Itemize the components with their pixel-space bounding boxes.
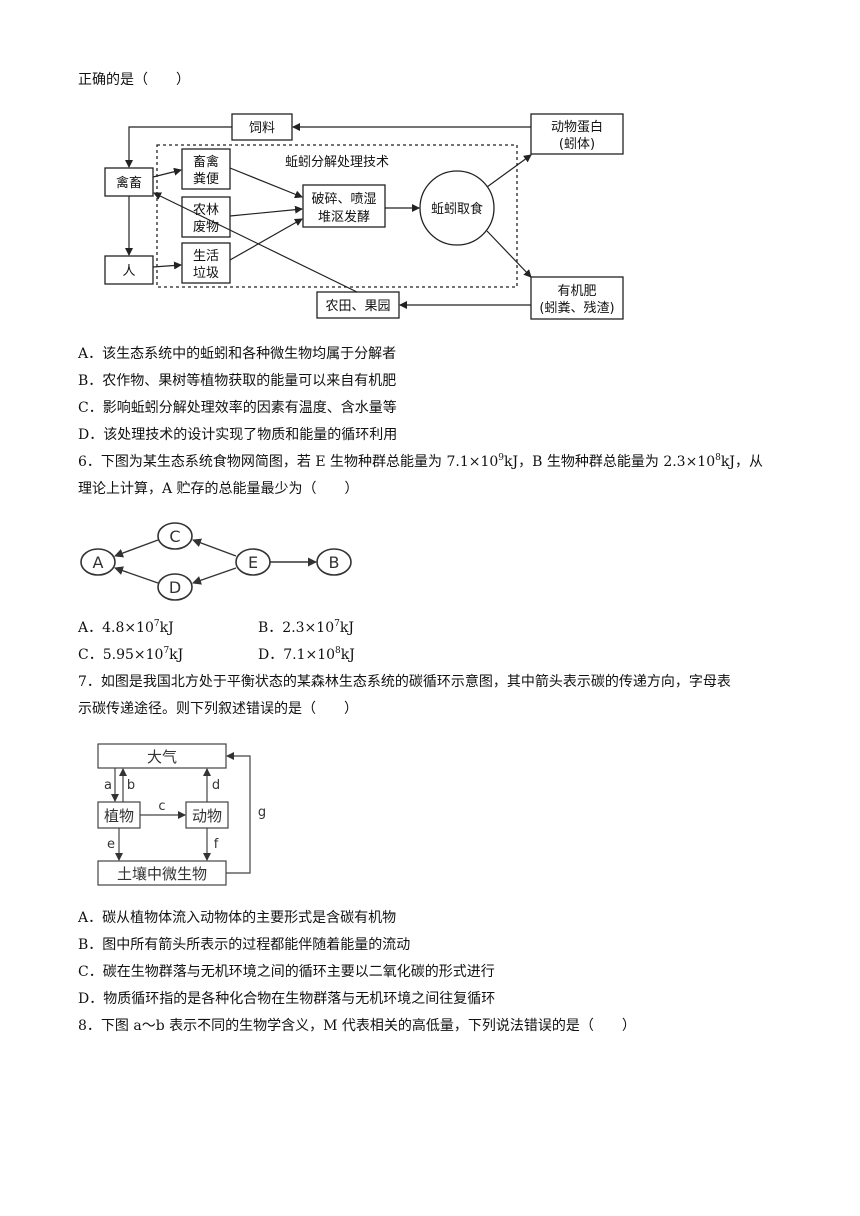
path-b-label: b bbox=[127, 778, 135, 793]
q7-option-a: A．碳从植物体流入动物体的主要形式是含碳有机物 bbox=[78, 910, 397, 926]
fertilizer-label: 有机肥 bbox=[557, 284, 596, 299]
earthworm-circle bbox=[419, 170, 495, 246]
path-c-label: c bbox=[158, 799, 165, 814]
plant-label: 植物 bbox=[104, 807, 134, 825]
fertilizer-sub: (蚓粪、残渣) bbox=[539, 301, 614, 316]
q6-option-a: A．4.8×107kJ bbox=[78, 619, 174, 637]
farmland-label: 农田、果园 bbox=[325, 299, 390, 314]
node-e-label: E bbox=[248, 553, 258, 572]
q7-stem-line1: 7．如图是我国北方处于平衡状态的某森林生态系统的碳循环示意图，其中箭头表示碳的传… bbox=[78, 674, 731, 690]
process-label-2: 堆沤发酵 bbox=[318, 209, 370, 225]
path-d-label: d bbox=[212, 778, 220, 793]
person-box bbox=[104, 255, 154, 285]
q5-option-a: A．该生态系统中的蚯蚓和各种微生物均属于分解者 bbox=[78, 346, 397, 362]
food-web-diagram: A C D E B bbox=[80, 522, 352, 601]
question-continuation: 正确的是（ ） bbox=[78, 72, 190, 88]
path-f-label: f bbox=[214, 837, 219, 852]
q5-option-c: C．影响蚯蚓分解处理效率的因素有温度、含水量等 bbox=[78, 400, 397, 416]
soil-microbes-label: 土壤中微生物 bbox=[117, 865, 207, 883]
manure-label-2: 粪便 bbox=[193, 172, 219, 187]
agri-waste-box bbox=[181, 196, 231, 238]
domestic-waste-box bbox=[181, 242, 231, 284]
q7-option-b: B．图中所有箭头所表示的过程都能伴随着能量的流动 bbox=[78, 937, 411, 953]
process-box bbox=[302, 184, 386, 228]
node-c-label: C bbox=[169, 527, 180, 546]
manure-label-1: 畜禽 bbox=[193, 154, 219, 170]
agri-waste-label-1: 农林 bbox=[193, 203, 219, 218]
domestic-waste-label-2: 垃圾 bbox=[193, 266, 219, 281]
technology-title: 蚯蚓分解处理技术 bbox=[285, 155, 389, 170]
path-a-label: a bbox=[104, 778, 112, 793]
animal-protein-sub: (蚓体) bbox=[559, 137, 595, 152]
animal-protein-box bbox=[530, 113, 624, 155]
node-a bbox=[80, 548, 116, 576]
node-d-label: D bbox=[169, 578, 181, 597]
atmosphere-label: 大气 bbox=[147, 748, 177, 766]
q8-stem-line1: 8．下图 a～b 表示不同的生物学含义，M 代表相关的高低量，下列说法错误的是（… bbox=[78, 1018, 636, 1034]
q7-option-d: D．物质循环指的是各种化合物在生物群落与无机环境之间往复循环 bbox=[78, 991, 496, 1007]
animal-label: 动物 bbox=[192, 807, 222, 825]
q5-option-b: B．农作物、果树等植物获取的能量可以来自有机肥 bbox=[78, 373, 397, 389]
animal-protein-label: 动物蛋白 bbox=[551, 119, 603, 135]
node-c bbox=[157, 522, 193, 550]
node-b-label: B bbox=[329, 553, 340, 572]
manure-box bbox=[181, 148, 231, 190]
node-d bbox=[157, 573, 193, 601]
q6-option-d: D．7.1×108kJ bbox=[258, 646, 355, 664]
node-b bbox=[316, 548, 352, 576]
person-label: 人 bbox=[122, 264, 135, 279]
q7-option-c: C．碳在生物群落与无机环境之间的循环主要以二氧化碳的形式进行 bbox=[78, 964, 495, 980]
process-label-1: 破碎、喷湿 bbox=[311, 192, 376, 207]
earthworm-flow-diagram: 饲料 动物蛋白 (蚓体) 蚯蚓分解处理技术 禽畜 畜禽 粪便 农林 废物 生活 … bbox=[104, 113, 624, 320]
q6-option-c: C．5.95×107kJ bbox=[78, 646, 184, 664]
path-g-label: g bbox=[258, 805, 266, 820]
node-a-label: A bbox=[93, 553, 104, 572]
q6-stem-line2: 理论上计算，A 贮存的总能量最少为（ ） bbox=[78, 481, 359, 497]
technology-region bbox=[156, 144, 518, 288]
carbon-cycle-diagram: 大气 植物 动物 土壤中微生物 a b c d e f g bbox=[97, 743, 266, 886]
q6-stem-line1: 6．下图为某生态系统食物网简图，若 E 生物种群总能量为 7.1×109kJ，B… bbox=[78, 453, 763, 471]
q6-option-b: B．2.3×107kJ bbox=[258, 619, 354, 637]
poultry-label: 禽畜 bbox=[116, 175, 142, 191]
q7-stem-line2: 示碳传递途径。则下列叙述错误的是（ ） bbox=[78, 701, 358, 717]
feed-label: 饲料 bbox=[249, 121, 275, 136]
domestic-waste-label-1: 生活 bbox=[193, 249, 219, 264]
earthworm-label: 蚯蚓取食 bbox=[431, 201, 483, 217]
path-e-label: e bbox=[107, 837, 115, 852]
agri-waste-label-2: 废物 bbox=[193, 219, 219, 235]
q5-option-d: D．该处理技术的设计实现了物质和能量的循环利用 bbox=[78, 427, 398, 443]
fertilizer-box bbox=[530, 276, 624, 320]
